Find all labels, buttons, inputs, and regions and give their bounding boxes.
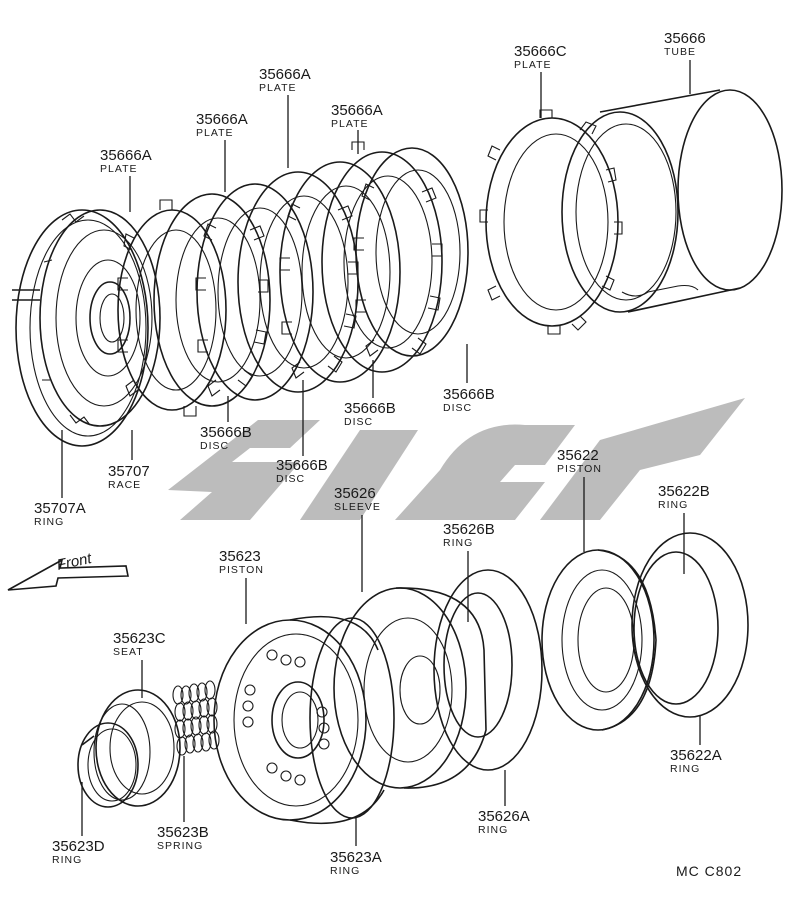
callout-35666b-disc-1: 35666B DISC	[200, 424, 252, 452]
callout-number: 35666B	[344, 400, 396, 417]
callout-35666a-plate-3: 35666A PLATE	[259, 66, 311, 94]
callout-35666a-plate-2: 35666A PLATE	[196, 111, 248, 139]
callout-35666a-plate-4: 35666A PLATE	[331, 102, 383, 130]
callout-number: 35623D	[52, 838, 105, 855]
callout-name: DISC	[276, 473, 305, 485]
callout-number: 35626B	[443, 521, 495, 538]
seal-ring-35622a	[631, 532, 749, 718]
callout-35626-sleeve: 35626 SLEEVE	[334, 485, 381, 513]
callout-name: RING	[330, 865, 360, 877]
callout-name: RING	[34, 516, 64, 528]
clutch-plate-1	[153, 193, 271, 407]
snap-ring-35623d	[77, 722, 139, 808]
callout-number: 35666B	[200, 424, 252, 441]
callout-number: 35622	[557, 447, 599, 464]
callout-35622b-ring: 35622B RING	[658, 483, 710, 511]
race-35707	[39, 209, 161, 427]
callout-35666b-disc-4: 35666B DISC	[443, 386, 495, 414]
callout-35623c-seat: 35623C SEAT	[113, 630, 166, 658]
callout-name: RING	[52, 854, 82, 866]
callout-number: 35623C	[113, 630, 166, 647]
callout-number: 35666	[664, 30, 706, 47]
callout-name: RACE	[108, 479, 141, 491]
callout-35666c-plate: 35666C PLATE	[514, 43, 567, 71]
clutch-plate-3	[321, 141, 443, 373]
spring-seat-35623c	[93, 689, 181, 807]
return-springs-35623b	[172, 680, 220, 756]
seal-ring-35622b	[633, 551, 719, 705]
callout-35626b-ring: 35626B RING	[443, 521, 495, 549]
callout-number: 35707	[108, 463, 150, 480]
piston-35623	[213, 615, 385, 825]
callout-number: 35626A	[478, 808, 530, 825]
callout-number: 35622B	[658, 483, 710, 500]
callout-35666b-disc-2: 35666B DISC	[276, 457, 328, 485]
callout-number: 35666A	[259, 66, 311, 83]
callout-name: PLATE	[259, 82, 296, 94]
callout-35623d-ring: 35623D RING	[52, 838, 105, 866]
snap-ring-35707a	[12, 209, 149, 447]
callout-number: 35666A	[331, 102, 383, 119]
clutch-plate-2	[237, 171, 359, 393]
callout-number: 35666B	[276, 457, 328, 474]
callout-35623-piston: 35623 PISTON	[219, 548, 264, 576]
diagram-code: MC C802	[676, 863, 742, 879]
callout-number: 35707A	[34, 500, 86, 517]
callout-name: RING	[670, 763, 700, 775]
piston-35622	[541, 549, 657, 731]
callout-name: RING	[443, 537, 473, 549]
clutch-disc-4	[353, 147, 469, 357]
callout-name: PISTON	[557, 463, 602, 475]
callout-name: PISTON	[219, 564, 264, 576]
callout-number: 35623B	[157, 824, 209, 841]
callout-35666b-disc-3: 35666B DISC	[344, 400, 396, 428]
callout-number: 35666C	[514, 43, 567, 60]
watermark-logo	[168, 398, 745, 520]
callout-35623a-ring: 35623A RING	[330, 849, 382, 877]
callout-name: DISC	[200, 440, 229, 452]
callout-number: 35622A	[670, 747, 722, 764]
callout-number: 35626	[334, 485, 376, 502]
clutch-tube-35666	[561, 89, 783, 313]
callout-name: DISC	[443, 402, 472, 414]
callout-35622-piston: 35622 PISTON	[557, 447, 602, 475]
callout-35666-tube: 35666 TUBE	[664, 30, 706, 58]
seal-ring-35626a	[433, 569, 543, 771]
callout-name: PLATE	[514, 59, 551, 71]
clutch-disc-2	[195, 183, 314, 401]
seal-ring-35623a	[309, 617, 395, 819]
callout-name: PLATE	[100, 163, 137, 175]
callout-35666a-plate-1: 35666A PLATE	[100, 147, 152, 175]
clutch-disc-3	[279, 161, 401, 383]
callout-name: SEAT	[113, 646, 144, 658]
front-direction-arrow: Front	[7, 550, 129, 591]
callout-name: RING	[478, 824, 508, 836]
clutch-plate-35666c	[479, 109, 623, 335]
callout-name: PLATE	[331, 118, 368, 130]
callout-number: 35666B	[443, 386, 495, 403]
callout-number: 35623	[219, 548, 261, 565]
sleeve-35626	[333, 587, 487, 789]
callout-name: SLEEVE	[334, 501, 381, 513]
callout-name: PLATE	[196, 127, 233, 139]
callout-number: 35623A	[330, 849, 382, 866]
callout-name: RING	[658, 499, 688, 511]
callout-number: 35666A	[196, 111, 248, 128]
seal-ring-35626b	[443, 592, 513, 738]
front-label: Front	[55, 550, 94, 574]
callout-35622a-ring: 35622A RING	[670, 747, 722, 775]
callout-name: SPRING	[157, 840, 203, 852]
piston-bleed-holes	[242, 649, 330, 786]
callout-35626a-ring: 35626A RING	[478, 808, 530, 836]
clutch-disc-1	[117, 199, 227, 417]
callout-35623b-spring: 35623B SPRING	[157, 824, 209, 852]
callout-name: TUBE	[664, 46, 696, 58]
callout-name: DISC	[344, 416, 373, 428]
callout-35707a-ring: 35707A RING	[34, 500, 86, 528]
callout-number: 35666A	[100, 147, 152, 164]
leader-lines	[61, 60, 701, 846]
callout-35707-race: 35707 RACE	[108, 463, 150, 491]
